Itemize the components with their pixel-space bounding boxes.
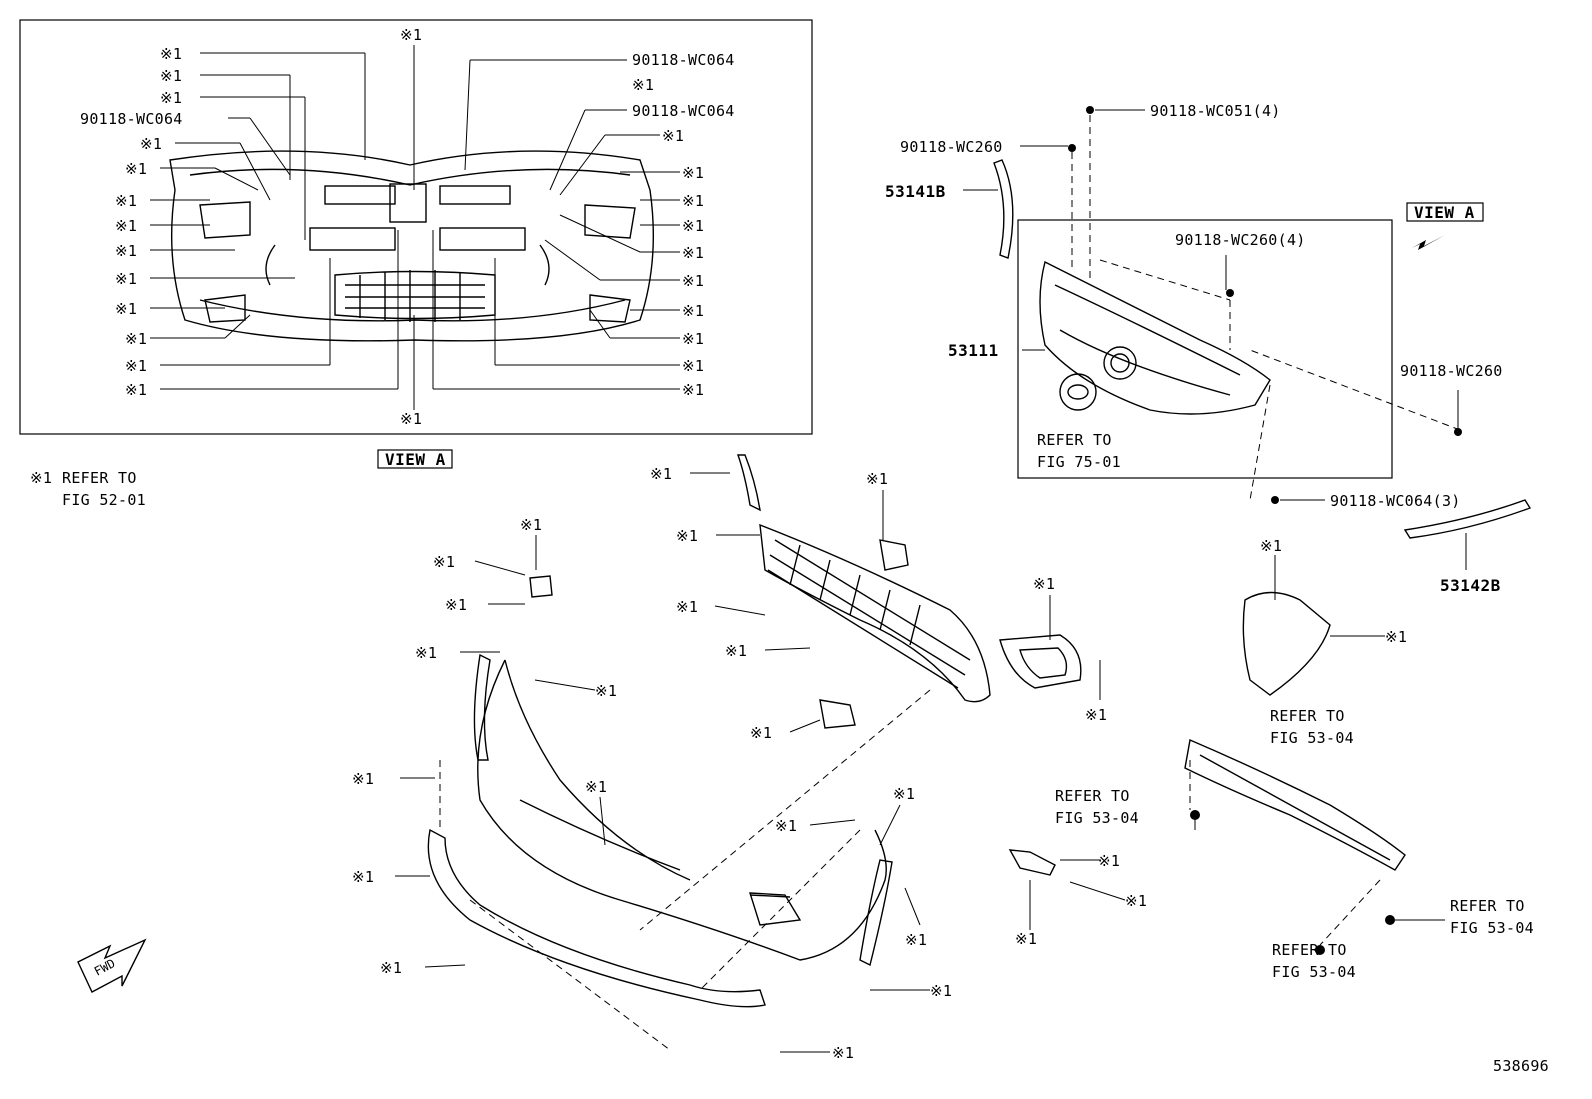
view-arrow-icon bbox=[1412, 235, 1445, 250]
ref-b11: ※1 bbox=[380, 959, 402, 977]
bolt-left-refer-2: FIG 53-04 bbox=[1055, 809, 1139, 827]
ref-b1: ※1 bbox=[520, 516, 542, 534]
inset-ref-11: ※1 bbox=[125, 330, 147, 348]
bolt-right-refer-1: REFER TO bbox=[1450, 897, 1525, 915]
inset-caption: VIEW A bbox=[377, 449, 453, 469]
inset-part-wc064-b: 90118-WC064 bbox=[632, 51, 735, 69]
inset-view-a: ※1 ※1 ※1 90118-WC064 ※1 ※1 ※1 ※1 ※1 ※1 ※… bbox=[19, 19, 813, 435]
label-wc051: 90118-WC051(4) bbox=[1150, 102, 1281, 120]
inset-ref-5: ※1 bbox=[125, 160, 147, 178]
label-53111: 53111 bbox=[948, 341, 999, 360]
ref-b9: ※1 bbox=[893, 785, 915, 803]
inset-ref-r11: ※1 bbox=[682, 381, 704, 399]
ref-a6: ※1 bbox=[866, 470, 888, 488]
emblem-refer-1: REFER TO bbox=[1037, 431, 1112, 449]
inset-ref-3: ※1 bbox=[160, 89, 182, 107]
ref-b12: ※1 bbox=[905, 931, 927, 949]
ref-b3: ※1 bbox=[445, 596, 467, 614]
inset-ref-10: ※1 bbox=[115, 300, 137, 318]
label-53142b: 53142B bbox=[1440, 576, 1501, 595]
inset-ref-r8: ※1 bbox=[682, 302, 704, 320]
inset-part-wc064-a: 90118-WC064 bbox=[80, 110, 183, 128]
inset-ref-13: ※1 bbox=[125, 381, 147, 399]
reinforcement bbox=[1008, 591, 1406, 955]
bolt-left-refer-1: REFER TO bbox=[1055, 787, 1130, 805]
ref-b14: ※1 bbox=[832, 1044, 854, 1062]
bumper-cover bbox=[427, 659, 931, 1051]
ref-b4: ※1 bbox=[415, 644, 437, 662]
inset-ref-bottom: ※1 bbox=[400, 410, 422, 428]
inset-ref-r4: ※1 bbox=[682, 192, 704, 210]
lower-grille bbox=[473, 454, 1082, 967]
ref-a9: ※1 bbox=[1260, 537, 1282, 555]
diagram-number: 538696 bbox=[1493, 1057, 1549, 1075]
inset-ref-6: ※1 bbox=[115, 192, 137, 210]
inset-ref-r7: ※1 bbox=[682, 272, 704, 290]
ref-a4: ※1 bbox=[725, 642, 747, 660]
label-wc260-4: 90118-WC260(4) bbox=[1175, 231, 1306, 249]
label-53141b: 53141B bbox=[885, 182, 946, 201]
ref-b2: ※1 bbox=[433, 553, 455, 571]
ref-b8: ※1 bbox=[775, 817, 797, 835]
bracket-refer-2: FIG 53-04 bbox=[1270, 729, 1354, 747]
inset-ref-12: ※1 bbox=[125, 357, 147, 375]
inset-ref-top: ※1 bbox=[400, 26, 422, 44]
fwd-arrow-icon: FWD bbox=[77, 938, 147, 993]
ref-c3: ※1 bbox=[1015, 930, 1037, 948]
ref-a8: ※1 bbox=[1085, 706, 1107, 724]
ref-b5: ※1 bbox=[595, 682, 617, 700]
inset-ref-4: ※1 bbox=[140, 135, 162, 153]
ref-b6: ※1 bbox=[352, 770, 374, 788]
label-wc064-3: 90118-WC064(3) bbox=[1330, 492, 1461, 510]
ref-a10: ※1 bbox=[1385, 628, 1407, 646]
ref-b13: ※1 bbox=[930, 982, 952, 1000]
inset-ref-7: ※1 bbox=[115, 217, 137, 235]
footnote-line2: FIG 52-01 bbox=[62, 491, 146, 509]
ref-c1: ※1 bbox=[1098, 852, 1120, 870]
bolt-right-refer-2: FIG 53-04 bbox=[1450, 919, 1534, 937]
inset-ref-r3: ※1 bbox=[682, 164, 704, 182]
inset-ref-2: ※1 bbox=[160, 67, 182, 85]
inset-caption-text: VIEW A bbox=[385, 450, 446, 469]
inset-ref-r5: ※1 bbox=[682, 217, 704, 235]
inset-ref-r6: ※1 bbox=[682, 244, 704, 262]
footnote-symbol: ※1 bbox=[30, 469, 52, 487]
bolt-bottom-refer-1: REFER TO bbox=[1272, 941, 1347, 959]
ref-a2: ※1 bbox=[676, 527, 698, 545]
inset-ref-r9: ※1 bbox=[682, 330, 704, 348]
ref-a7: ※1 bbox=[1033, 575, 1055, 593]
ref-b7: ※1 bbox=[585, 778, 607, 796]
ref-c2: ※1 bbox=[1125, 892, 1147, 910]
ref-b10: ※1 bbox=[352, 868, 374, 886]
inset-part-wc064-c: 90118-WC064 bbox=[632, 102, 735, 120]
inset-ref-9: ※1 bbox=[115, 270, 137, 288]
inset-ref-r1: ※1 bbox=[632, 76, 654, 94]
ref-a1: ※1 bbox=[650, 465, 672, 483]
inset-ref-1: ※1 bbox=[160, 45, 182, 63]
grille-view-tag: VIEW A bbox=[1414, 203, 1475, 222]
footnote-line1: REFER TO bbox=[62, 469, 137, 487]
label-wc260-right: 90118-WC260 bbox=[1400, 362, 1503, 380]
inset-ref-r10: ※1 bbox=[682, 357, 704, 375]
inset-ref-r2: ※1 bbox=[662, 127, 684, 145]
emblem-refer-2: FIG 75-01 bbox=[1037, 453, 1121, 471]
bolt-bottom-refer-2: FIG 53-04 bbox=[1272, 963, 1356, 981]
label-wc260-top: 90118-WC260 bbox=[900, 138, 1003, 156]
bracket-refer-1: REFER TO bbox=[1270, 707, 1345, 725]
footnote: ※1 REFER TO FIG 52-01 bbox=[30, 469, 146, 509]
ref-a3: ※1 bbox=[676, 598, 698, 616]
grille-group: 90118-WC051(4) 90118-WC260 53141B 90118-… bbox=[885, 102, 1532, 595]
ref-a5: ※1 bbox=[750, 724, 772, 742]
inset-ref-8: ※1 bbox=[115, 242, 137, 260]
